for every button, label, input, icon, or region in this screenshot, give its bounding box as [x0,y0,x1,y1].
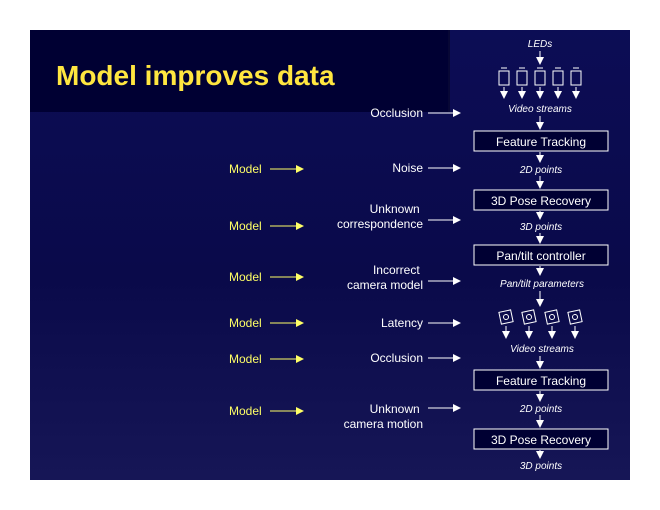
camera-icon [567,309,583,325]
points-3d-label-2: 3D points [520,461,562,472]
pose-recovery-label-1: 3D Pose Recovery [491,194,591,208]
camera-icons-row-2 [498,309,583,325]
points-2d-label-2: 2D points [519,404,562,415]
issue-noise: Noise [392,161,423,175]
camera-icons-row-1 [498,67,582,86]
leds-label: LEDs [528,39,552,50]
pose-recovery-box-1 [473,189,609,211]
camera-icon [544,309,560,325]
pose-recovery-label-2: 3D Pose Recovery [491,433,591,447]
slide-title: Model improves data [56,60,335,91]
camera-icon [498,67,510,86]
model-label-noise: Model [229,162,262,176]
points-3d-label-1: 3D points [520,222,562,233]
camera-icon [521,309,537,325]
camera-down-arrows-2 [502,326,579,339]
feature-tracking-box-1 [473,130,609,152]
issue-unknown-camera-motion: Unknown camera motion [344,402,423,431]
camera-icon [552,67,564,86]
model-label-camera-model: Model [229,270,262,284]
pipeline-diagram: LEDs Video streams Feature Tracking 2D p… [229,39,609,472]
model-label-occlusion: Model [229,352,262,366]
issue-incorrect-camera-model: Incorrect camera model [347,263,423,292]
points-2d-label-1: 2D points [519,165,562,176]
model-label-latency: Model [229,316,262,330]
video-streams-label-2: Video streams [510,344,574,355]
pan-tilt-parameters-label: Pan/tilt parameters [500,279,584,290]
camera-icon [516,67,528,86]
feature-tracking-label-1: Feature Tracking [496,135,586,149]
model-label-correspondence: Model [229,219,262,233]
camera-icon [498,309,514,325]
model-label-camera-motion: Model [229,404,262,418]
feature-tracking-box-2 [473,369,609,391]
camera-icon [534,67,546,86]
pose-recovery-box-2 [473,428,609,450]
issue-unknown-correspondence: Unknown correspondence [337,202,423,231]
video-streams-label-1: Video streams [508,104,572,115]
camera-down-arrows-1 [500,87,580,99]
pan-tilt-controller-label: Pan/tilt controller [496,249,585,263]
issue-latency: Latency [381,316,423,330]
issue-occlusion-2: Occlusion [370,351,423,365]
camera-icon [570,67,582,86]
feature-tracking-label-2: Feature Tracking [496,374,586,388]
pan-tilt-controller-box [473,244,609,266]
title-banner: Model improves data [30,30,450,112]
issue-occlusion-1: Occlusion [370,106,423,120]
slide: Model improves data LEDs [30,30,630,480]
